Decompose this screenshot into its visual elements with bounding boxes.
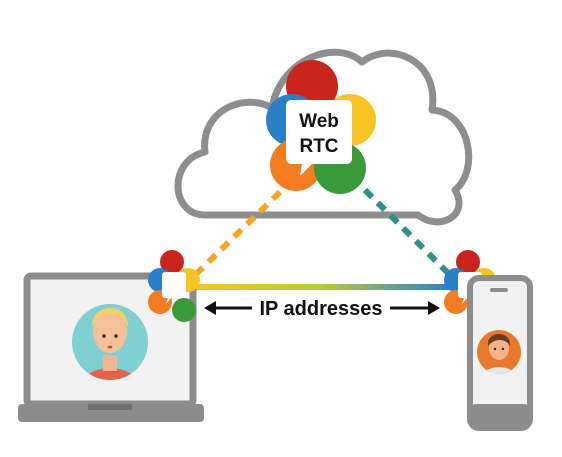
peer-link-line: [190, 284, 452, 290]
right-arrow-icon: [390, 301, 440, 315]
peer-logo-left: [148, 250, 200, 322]
signaling-line-right: [362, 187, 453, 278]
left-arrow-icon: [204, 301, 252, 315]
webrtc-logo: Web RTC: [266, 60, 376, 194]
signaling-line-left: [187, 189, 283, 283]
ip-addresses-label-group: IP addresses: [200, 294, 445, 322]
webrtc-logo-line2: RTC: [299, 136, 338, 157]
webrtc-logo-line1: Web: [299, 111, 339, 132]
ip-addresses-label: IP addresses: [259, 298, 382, 320]
signaling-lines: [187, 187, 453, 283]
